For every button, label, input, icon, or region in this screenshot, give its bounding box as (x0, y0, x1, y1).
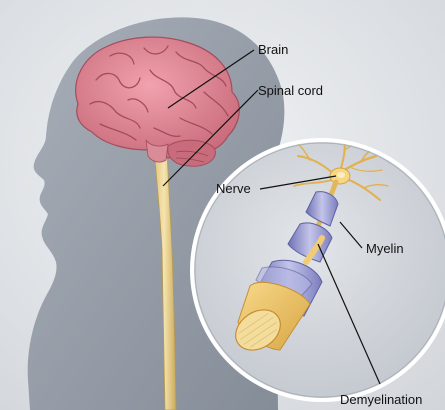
label-spinal-cord: Spinal cord (258, 83, 323, 98)
label-myelin: Myelin (366, 241, 404, 256)
label-brain: Brain (258, 42, 288, 57)
label-nerve: Nerve (216, 181, 251, 196)
label-demyelination: Demyelination (340, 392, 422, 407)
